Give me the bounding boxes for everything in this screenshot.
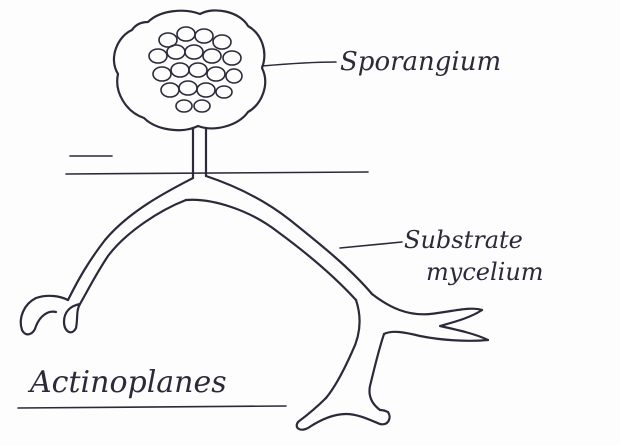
caption-actinoplanes: Actinoplanes [27, 365, 227, 400]
right-fork-tip-upper [440, 310, 488, 340]
spore [177, 27, 195, 41]
spores [149, 27, 242, 112]
spore [149, 49, 167, 63]
spore [189, 63, 207, 77]
spore [203, 49, 221, 63]
spore [185, 45, 203, 59]
hypha-junction [206, 176, 372, 294]
spore [153, 67, 171, 81]
down-branch-right [369, 334, 384, 410]
bottom-fork-left [297, 398, 346, 430]
spore [197, 83, 215, 97]
spore [216, 86, 232, 98]
down-branch-left [326, 300, 359, 398]
spore [167, 45, 185, 59]
left-fork-inner [64, 304, 80, 332]
caption-underline [18, 406, 286, 408]
hypha-junction-lower [186, 200, 356, 300]
spore [171, 63, 189, 77]
bottom-fork-right [346, 410, 390, 424]
substrate-label: Substrate [404, 226, 523, 254]
spore [213, 35, 231, 49]
left-fork-outer [21, 296, 68, 335]
spore [207, 67, 225, 81]
mycelium-leader-line [340, 242, 402, 248]
spore [226, 69, 242, 83]
spore [179, 81, 197, 95]
spore [223, 51, 241, 65]
spore [161, 83, 179, 97]
substrate-surface-line [66, 172, 368, 174]
right-hypha-upper [372, 294, 482, 314]
sporangium-leader-line [262, 62, 336, 66]
spore [195, 29, 213, 43]
mycelium-label: mycelium [426, 258, 544, 286]
sporangium-label: Sporangium [340, 47, 501, 77]
spore [194, 100, 210, 112]
hypha-upper-edge [68, 178, 193, 300]
spore [176, 100, 192, 112]
